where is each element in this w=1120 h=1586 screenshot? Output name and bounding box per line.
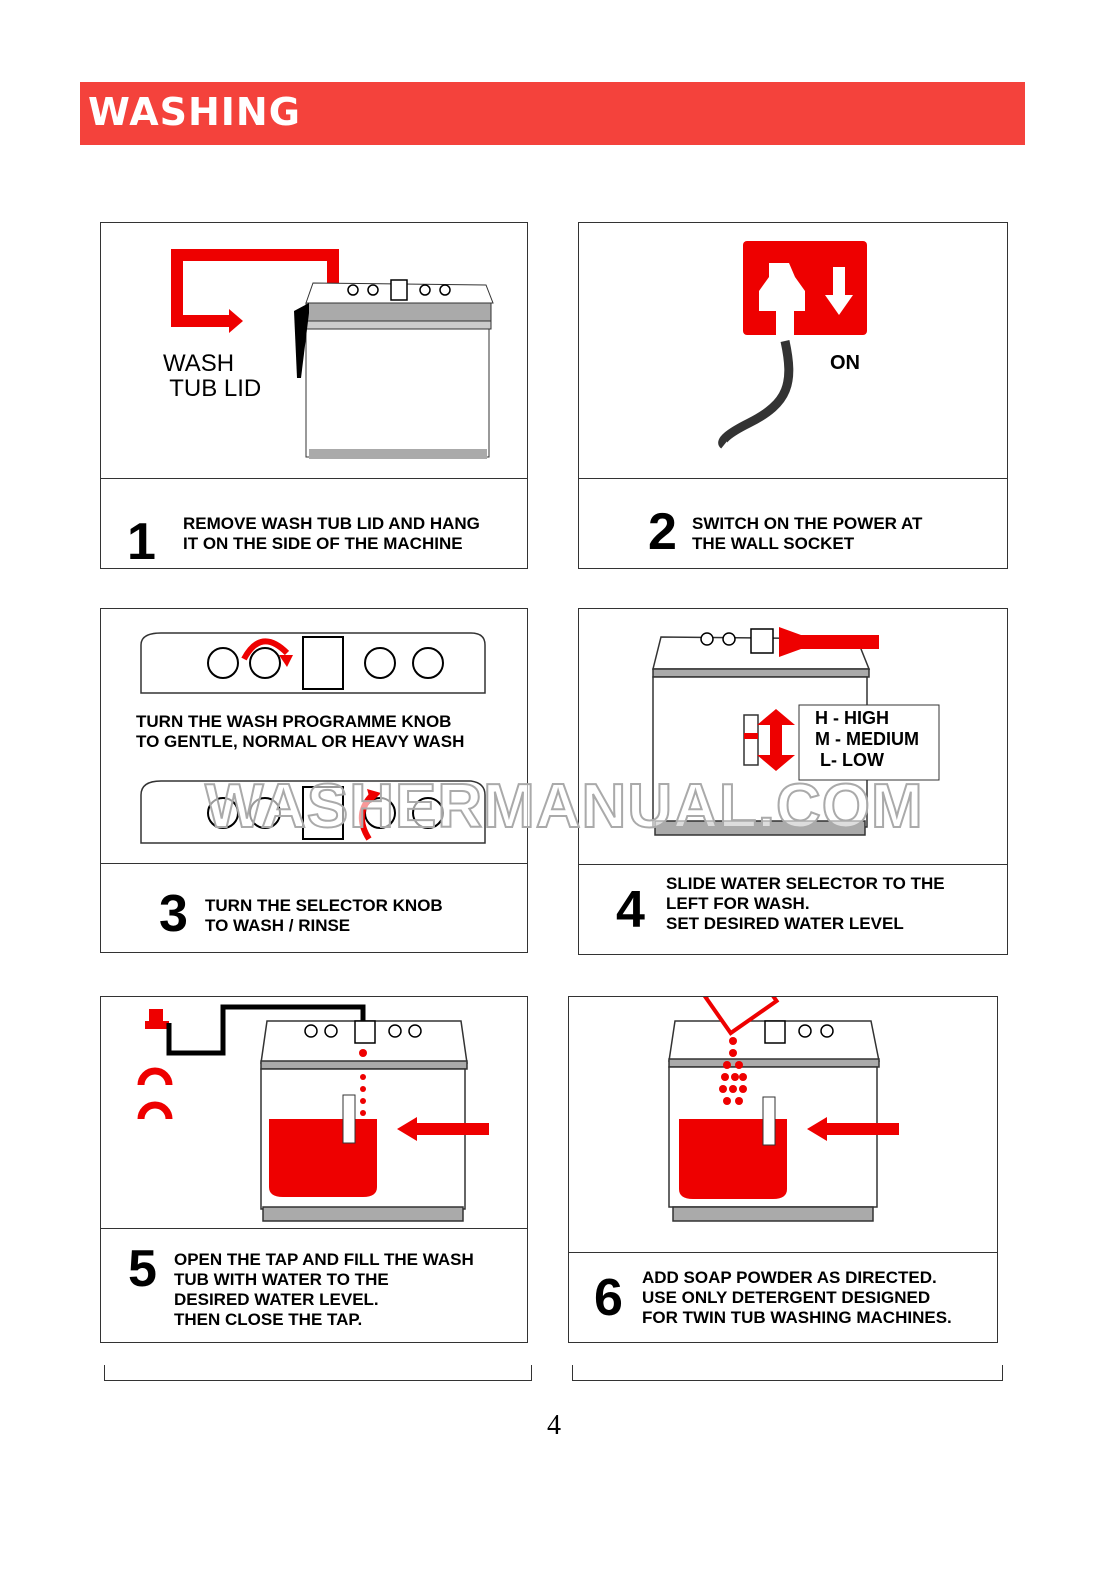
divider [101, 863, 527, 864]
control-knobs-illustration [140, 632, 486, 844]
step-number: 2 [648, 503, 677, 561]
step-number: 4 [616, 881, 645, 939]
divider [101, 478, 527, 479]
power-socket-illustration [718, 241, 867, 449]
step-instruction: ADD SOAP POWDER AS DIRECTED. USE ONLY DE… [642, 1268, 952, 1327]
divider [569, 1252, 997, 1253]
water-selector-illustration [652, 627, 940, 836]
divider [579, 864, 1007, 865]
on-label: ON [830, 352, 860, 374]
wash-tub-lid-label: WASH TUB LID [163, 350, 262, 402]
page-number: 4 [547, 1410, 561, 1441]
step-2-panel: ON 2 SWITCH ON THE POWER AT THE WALL SOC… [578, 222, 1008, 569]
section-title: WASHING [88, 90, 301, 134]
step-instruction: REMOVE WASH TUB LID AND HANG IT ON THE S… [183, 514, 480, 553]
bracket-line [104, 1365, 532, 1381]
step-6-panel: 6 ADD SOAP POWDER AS DIRECTED. USE ONLY … [568, 996, 998, 1343]
step-5-panel: 5 OPEN THE TAP AND FILL THE WASH TUB WIT… [100, 996, 528, 1343]
step-number: 5 [128, 1240, 157, 1298]
divider [101, 1228, 527, 1229]
step-instruction: TURN THE SELECTOR KNOB TO WASH / RINSE [205, 896, 443, 935]
step-number: 1 [127, 513, 156, 571]
step-instruction: OPEN THE TAP AND FILL THE WASH TUB WITH … [174, 1250, 474, 1329]
step-3-panel: TURN THE WASH PROGRAMME KNOB TO GENTLE, … [100, 608, 528, 953]
divider [579, 478, 1007, 479]
step-instruction: SWITCH ON THE POWER AT THE WALL SOCKET [692, 514, 923, 553]
fill-water-illustration [137, 1004, 489, 1222]
programme-knob-caption: TURN THE WASH PROGRAMME KNOB TO GENTLE, … [136, 712, 465, 751]
step-instruction: SLIDE WATER SELECTOR TO THE LEFT FOR WAS… [666, 874, 945, 933]
add-detergent-illustration [668, 997, 899, 1222]
step-number: 3 [159, 885, 188, 943]
step-1-panel: WASH TUB LID 1 REMOVE WASH TUB LID AND H… [100, 222, 528, 569]
section-header: WASHING [80, 82, 1025, 145]
machine-lid-illustration [171, 249, 494, 459]
watermark: WASHERMANUAL.COM [204, 772, 924, 841]
tap-turn-icon [137, 1067, 173, 1120]
step-number: 6 [594, 1269, 623, 1327]
step-4-panel: H - HIGH M - MEDIUM L- LOW 4 SLIDE WATER… [578, 608, 1008, 955]
bracket-line [572, 1365, 1003, 1381]
water-level-legend: H - HIGH M - MEDIUM L- LOW [815, 708, 919, 770]
